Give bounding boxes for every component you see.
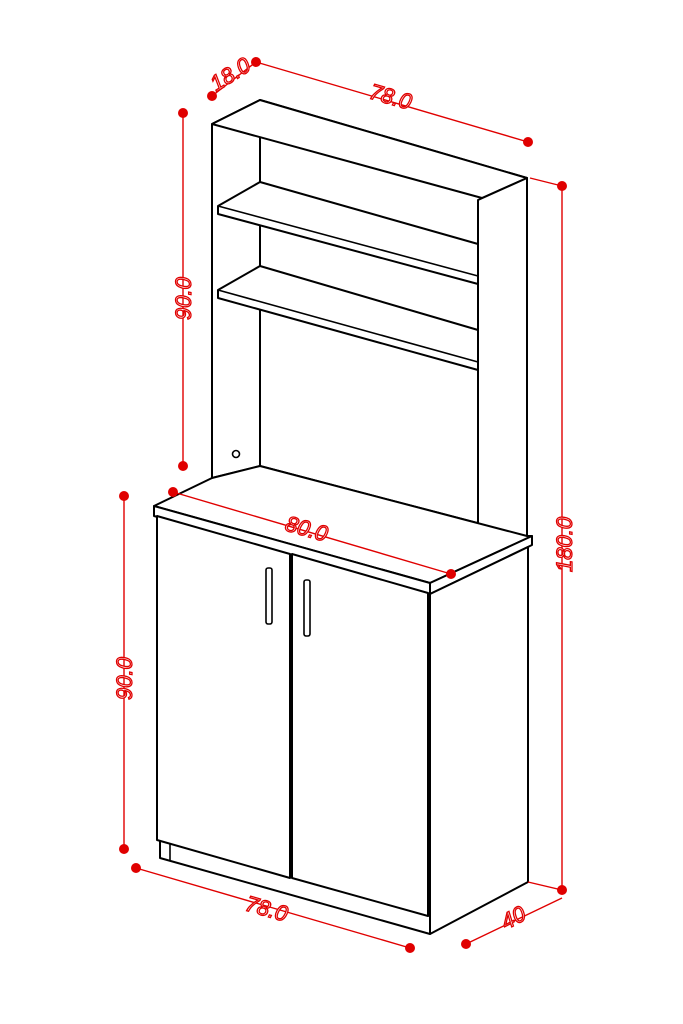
left-door[interactable] [156, 515, 291, 879]
dim-base-width-start-marker [131, 863, 141, 873]
dim-base-width-end-marker [405, 943, 415, 953]
dim-total-height-bottom-extension [527, 881, 563, 891]
right-door[interactable] [291, 553, 429, 917]
dim-counter-width-end-marker [446, 569, 456, 579]
dim-total-height-label: 180.0 [552, 516, 577, 572]
dim-base-width-label: 78.0 [243, 891, 292, 927]
dim-hutch-height-start-marker [178, 108, 188, 118]
cabinet-right-side [429, 546, 529, 935]
dim-base-height-end-marker [119, 844, 129, 854]
hutch-shelf-upper-front-edge [217, 205, 479, 277]
dim-hutch-height-end-marker [178, 461, 188, 471]
hutch-shelf-lower-front-edge [217, 289, 479, 363]
right-door-handle[interactable] [303, 579, 311, 637]
dim-base-depth-start-marker [461, 939, 471, 949]
dim-base-depth-line [465, 897, 563, 945]
cable-hole-icon [231, 449, 241, 459]
dim-hutch-height-label: 90.0 [171, 276, 196, 320]
dim-base-depth-label: 40 [497, 900, 531, 934]
dim-base-width-line [135, 867, 411, 949]
dim-base-height-start-marker [119, 491, 129, 501]
dim-top-depth-label: 18.0 [205, 52, 255, 96]
hutch-unit [211, 99, 528, 555]
dim-base-height-label: 90.0 [112, 656, 137, 700]
dim-counter-width-line [172, 491, 452, 575]
dim-counter-width-start-marker [168, 487, 178, 497]
dim-total-height-end-marker [557, 885, 567, 895]
dim-top-width-label: 78.0 [367, 79, 416, 115]
base-cabinet [153, 465, 533, 935]
dim-top-depth-start-marker [207, 91, 217, 101]
dim-total-height-top-extension [529, 177, 563, 187]
hutch-right-side-panel [477, 177, 528, 555]
dim-total-height-start-marker [557, 181, 567, 191]
left-door-handle[interactable] [265, 567, 273, 625]
dim-top-width-line [255, 61, 529, 143]
dim-top-width-end-marker [523, 137, 533, 147]
countertop-right-edge [429, 535, 533, 595]
dim-top-depth-line [211, 61, 257, 97]
